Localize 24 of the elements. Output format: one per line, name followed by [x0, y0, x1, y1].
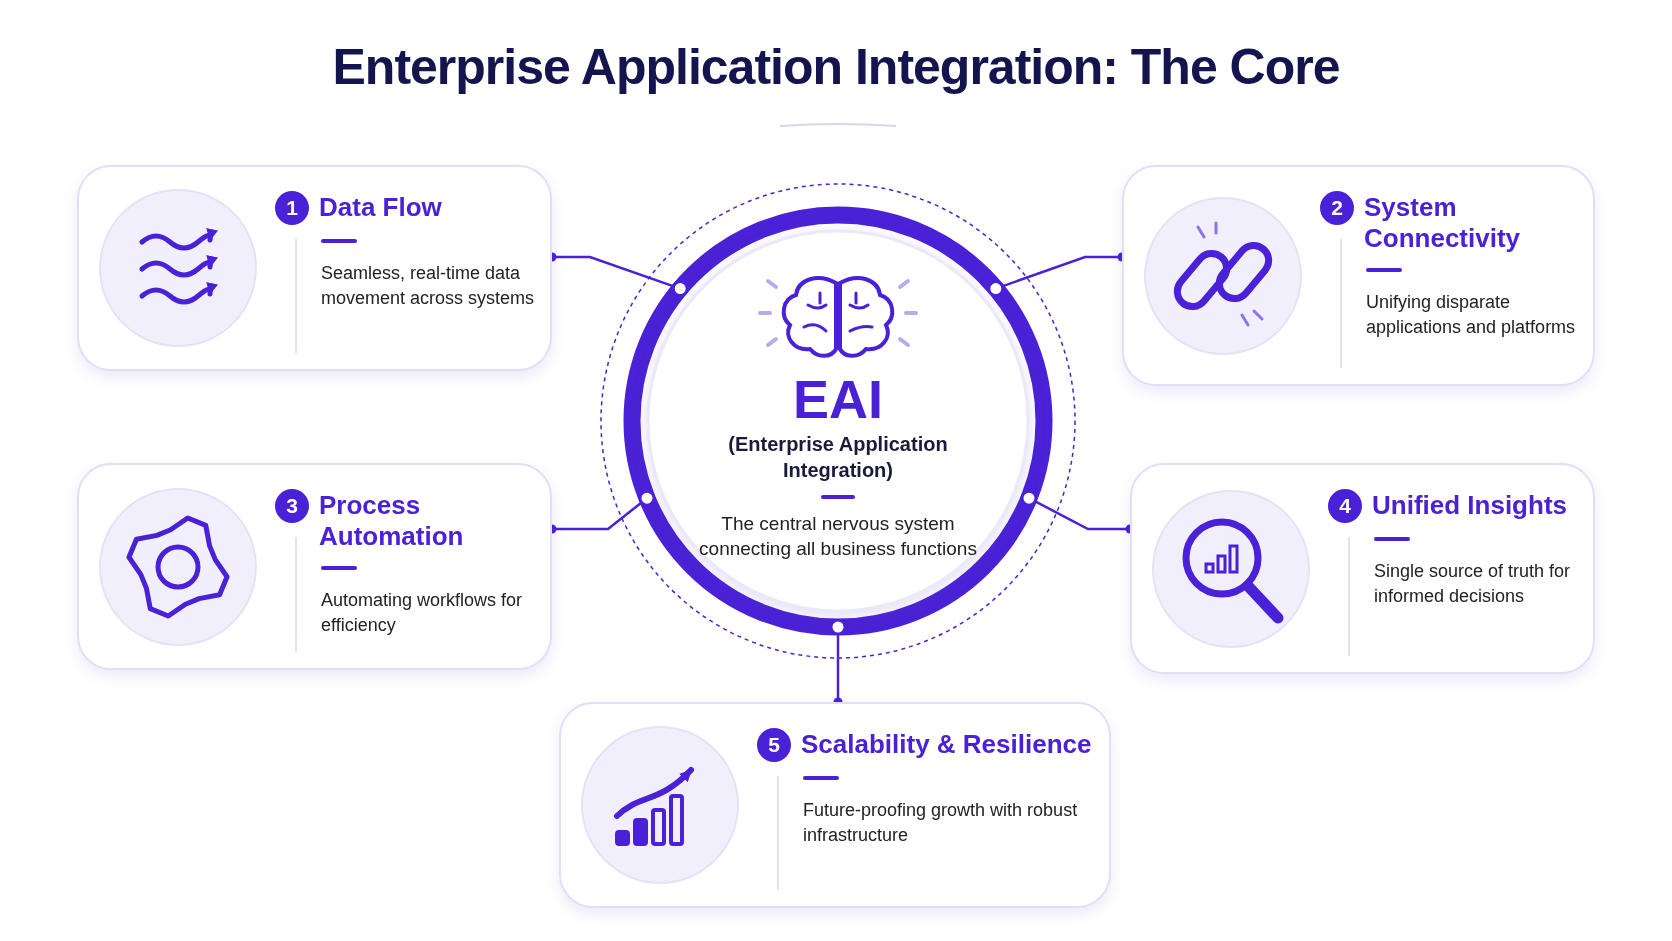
hub-subtitle: (Enterprise Application Integration) [727, 432, 949, 483]
feature-card [77, 463, 552, 670]
card-description: Single source of truth for informed decisions [1374, 560, 1572, 608]
card-description: Future-proofing growth with robust infrastructure [803, 799, 1079, 847]
number-badge: 4 [1328, 489, 1362, 523]
number-badge: 3 [275, 489, 309, 523]
card-heading: Process Automation [319, 489, 465, 552]
card-heading: Scalability & Resilience [801, 728, 1092, 760]
card-description: Seamless, real-time data movement across systems [321, 262, 536, 310]
hub-description: The central nervous system connecting all business functions [698, 512, 978, 561]
card-heading: Unified Insights [1372, 489, 1567, 521]
card-description: Automating workflows for efficiency [321, 589, 524, 637]
card-heading: System Connectivity [1364, 191, 1522, 254]
feature-card [1122, 165, 1595, 386]
card-description: Unifying disparate applications and platforms [1366, 291, 1577, 339]
title: Enterprise Application Integration: The Core [331, 38, 1341, 96]
feature-card [559, 702, 1111, 908]
feature-card [77, 165, 552, 371]
number-badge: 2 [1320, 191, 1354, 225]
number-badge: 1 [275, 191, 309, 225]
feature-card [1130, 463, 1595, 674]
number-badge: 5 [757, 728, 791, 762]
card-heading: Data Flow [319, 191, 442, 223]
hub-title: EAI [792, 369, 884, 429]
